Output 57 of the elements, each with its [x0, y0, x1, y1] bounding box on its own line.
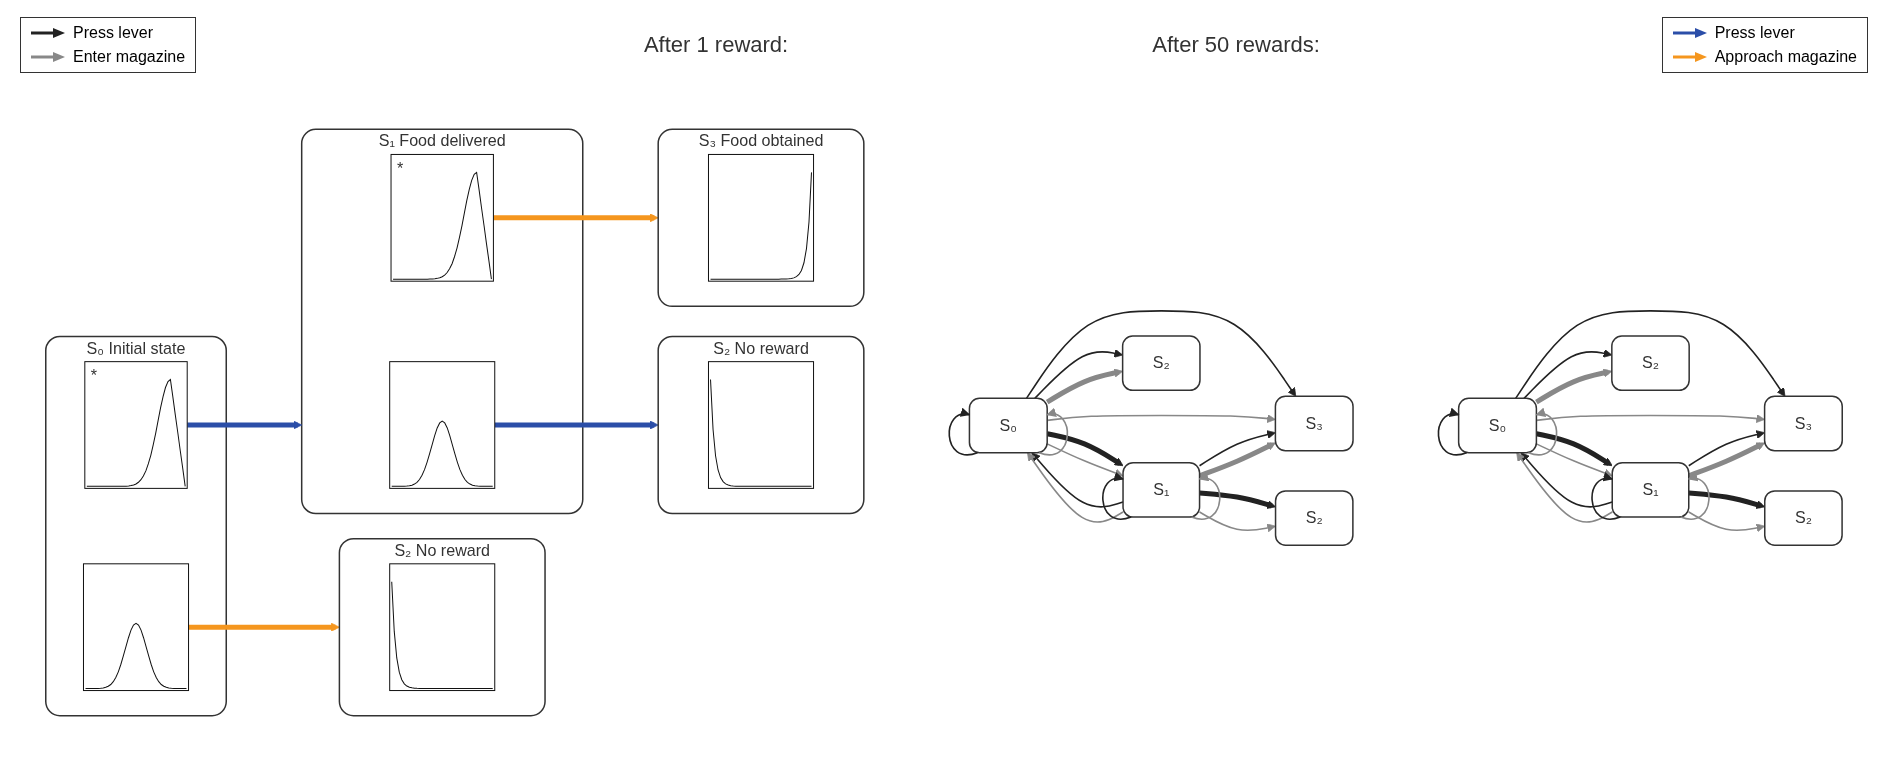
state-label: S₀ — [1488, 415, 1507, 436]
distribution-plot — [707, 361, 815, 489]
state-box — [1764, 490, 1843, 546]
distribution-plot — [82, 563, 190, 692]
state-label: S₂ No reward — [394, 540, 491, 561]
state-label: S₃ — [1305, 413, 1323, 434]
asterisk-mark: * — [397, 158, 405, 179]
arrow — [1514, 310, 1786, 400]
state-box — [1457, 397, 1538, 454]
legend-label: Press lever — [1714, 24, 1795, 42]
arrow — [1025, 310, 1297, 400]
distribution-plot — [389, 563, 496, 692]
state-label: S₂ No reward — [713, 338, 809, 359]
distribution-plot — [84, 361, 188, 489]
arrow — [187, 420, 303, 430]
state-label: S₃ — [1794, 413, 1813, 434]
distribution-plot — [707, 153, 815, 282]
loop-arrow — [1038, 408, 1069, 456]
arrow — [494, 420, 659, 430]
state-box — [968, 397, 1048, 454]
state-box — [1274, 490, 1354, 546]
loop-arrow — [1102, 473, 1132, 520]
state-label: S₂ — [1305, 508, 1323, 529]
arrow — [188, 622, 340, 632]
arrow — [1199, 490, 1276, 509]
arrow — [1031, 452, 1124, 508]
distribution-plot — [390, 153, 494, 282]
panel-heading: After 1 reward: — [642, 32, 790, 58]
state-label: S₀ — [999, 415, 1017, 436]
state-label: S₁ — [1642, 479, 1659, 500]
state-label: S₁ — [1153, 479, 1170, 500]
asterisk-mark: * — [90, 365, 99, 386]
state-box — [1274, 395, 1354, 452]
arrow — [1027, 452, 1124, 523]
state-label: S₂ — [1152, 353, 1170, 374]
loop-arrow — [1190, 473, 1221, 520]
state-label: S₂ — [1794, 508, 1812, 529]
loop-arrow — [1437, 408, 1468, 456]
arrow — [493, 213, 659, 223]
legend-label: Enter magazine — [73, 48, 186, 66]
distribution-plot — [389, 361, 496, 489]
loop-arrow — [1591, 473, 1622, 520]
legend-label: Press lever — [73, 24, 154, 42]
loop-arrow — [1679, 473, 1710, 520]
state-box — [1121, 335, 1201, 392]
state-box — [1763, 395, 1843, 452]
state-box — [1611, 461, 1690, 518]
loop-arrow — [1527, 408, 1558, 456]
state-label: S₃ Food obtained — [698, 131, 824, 152]
state-label: S₂ — [1642, 353, 1659, 374]
state-box — [1122, 461, 1201, 518]
state-label: S₀ Initial state — [86, 338, 186, 359]
state-box — [1611, 335, 1690, 392]
state-label: S₁ Food delivered — [378, 131, 506, 152]
panel-heading: After 50 rewards: — [1151, 32, 1321, 58]
legend-label: Approach magazine — [1714, 48, 1857, 66]
loop-arrow — [948, 408, 979, 456]
